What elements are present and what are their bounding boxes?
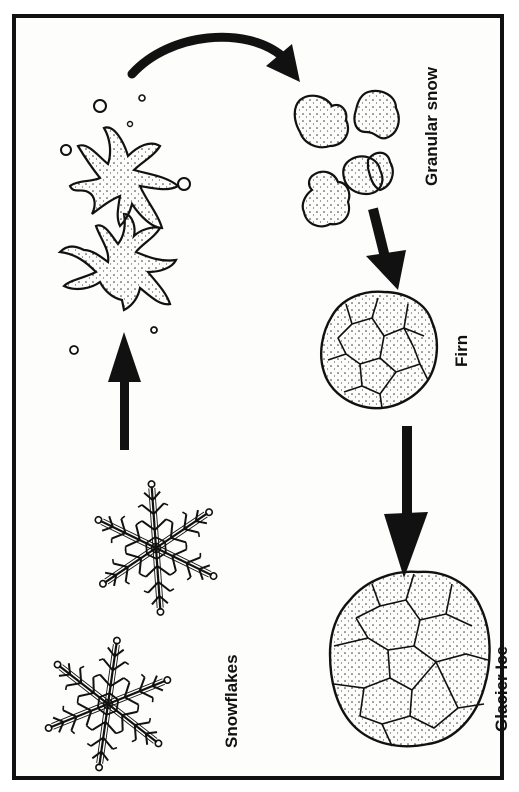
arrow-down-1 [366,208,406,290]
label-granular-snow: Granular snow [422,67,442,186]
label-firn: Firn [452,335,472,367]
label-glacier-ice: Glacier Ice [492,646,512,732]
rounding-flake-1 [60,214,176,354]
glacier-ice-cluster [330,572,490,746]
granular-snow-grains [295,91,399,226]
arrow-curved [132,37,300,82]
arrow-down-2 [384,426,428,578]
arrow-up [108,332,141,450]
rounding-flake-2 [61,95,190,228]
firn-grain-cluster [321,292,437,409]
label-snowflakes: Snowflakes [222,654,242,748]
snowflake-crystal-2 [85,476,226,619]
snowflake-crystal-1 [33,628,183,780]
